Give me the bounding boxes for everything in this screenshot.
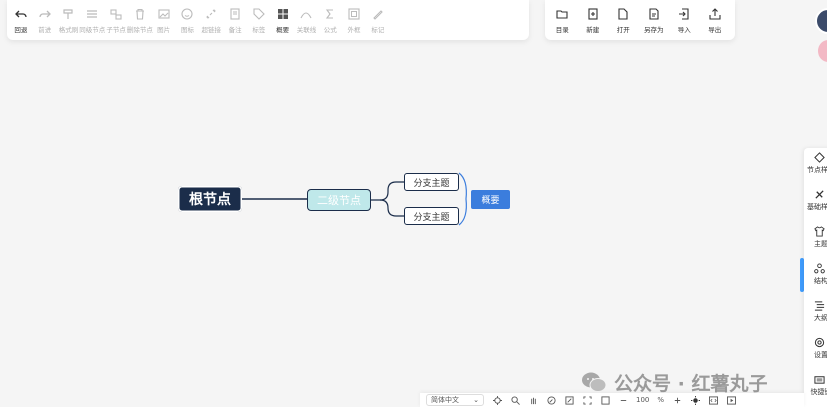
mark-icon xyxy=(371,7,385,21)
export-icon xyxy=(708,7,722,21)
outer-frame-button[interactable]: 外框 xyxy=(342,0,366,40)
language-value: 简体中文 xyxy=(431,396,459,404)
note-button[interactable]: 备注 xyxy=(223,0,247,40)
sibling-node-icon xyxy=(85,7,99,21)
base-style-icon xyxy=(814,190,824,199)
redo-icon xyxy=(38,7,52,21)
outline-icon xyxy=(814,301,824,311)
tag-button[interactable]: 标签 xyxy=(247,0,271,40)
hand-icon[interactable] xyxy=(528,395,538,405)
child-node-button[interactable]: 子节点 xyxy=(104,0,128,40)
sidepanel-outline[interactable]: 大纲 xyxy=(804,296,827,333)
branch-topic-node-1[interactable]: 分支主题 xyxy=(404,173,459,191)
sidepanel-node-style[interactable]: 节点样式 xyxy=(804,148,827,185)
summary-button[interactable]: 概要 xyxy=(271,0,295,40)
association-line-icon xyxy=(299,7,313,21)
image-button[interactable]: 图片 xyxy=(152,0,176,40)
secondary-avatar[interactable] xyxy=(818,40,827,62)
outer-frame-icon xyxy=(347,7,361,21)
new-button[interactable]: 新建 xyxy=(578,0,609,40)
undo-icon xyxy=(14,7,28,21)
delete-node-button[interactable]: 删除节点 xyxy=(127,0,153,40)
play-icon[interactable] xyxy=(726,395,736,405)
second-to-branch2-line xyxy=(379,199,404,217)
summary-node[interactable]: 概要 xyxy=(471,190,510,209)
locate-icon[interactable] xyxy=(492,395,502,405)
code-icon[interactable] xyxy=(708,395,718,405)
open-button[interactable]: 打开 xyxy=(608,0,639,40)
sidepanel-active-indicator xyxy=(800,258,804,292)
second-to-branch1-line xyxy=(371,181,404,201)
new-file-icon xyxy=(586,7,600,21)
branch-topic-node-2[interactable]: 分支主题 xyxy=(404,207,459,225)
directory-button[interactable]: 目录 xyxy=(547,0,578,40)
bottom-bar: 简体中文 ⌄ 100 % xyxy=(420,393,804,407)
settings-icon xyxy=(814,337,824,348)
note-icon xyxy=(228,7,242,21)
import-icon xyxy=(677,7,691,21)
folder-icon xyxy=(555,7,569,21)
fit-screen-icon[interactable] xyxy=(582,395,592,405)
zoom-unit: % xyxy=(657,396,665,404)
theme-icon xyxy=(813,226,825,237)
format-brush-icon xyxy=(61,7,75,21)
export-button[interactable]: 导出 xyxy=(700,0,731,40)
formula-icon xyxy=(323,7,337,21)
second-level-node[interactable]: 二级节点 xyxy=(307,189,371,211)
format-brush-button[interactable]: 格式刷 xyxy=(57,0,81,40)
save-as-button[interactable]: 另存为 xyxy=(639,0,670,40)
theme-toggle-icon[interactable] xyxy=(690,395,700,405)
watermark-text: 公众号 · 红薯丸子 xyxy=(614,372,768,395)
main-toolbar: 回退 前进 格式刷 同级节点 子节点 删除节点 图片 图标 超链接 备注 标签 xyxy=(7,0,529,40)
zoom-level: 100 xyxy=(636,396,650,404)
open-file-icon xyxy=(616,7,630,21)
summary-bracket xyxy=(458,172,467,226)
association-line-button[interactable]: 关联线 xyxy=(295,0,319,40)
sidepanel-theme[interactable]: 主题 xyxy=(804,222,827,259)
summary-icon xyxy=(276,7,290,21)
formula-button[interactable]: 公式 xyxy=(318,0,342,40)
image-icon xyxy=(157,7,171,21)
structure-icon xyxy=(813,263,825,274)
root-node[interactable]: 根节点 xyxy=(178,186,242,212)
zoom-in-icon[interactable] xyxy=(672,395,682,405)
link-button[interactable]: 超链接 xyxy=(199,0,223,40)
fullscreen-icon[interactable] xyxy=(600,395,610,405)
emoji-icon xyxy=(180,7,194,21)
sidepanel-shortcut[interactable]: 快捷键 xyxy=(804,370,827,407)
import-button[interactable]: 导入 xyxy=(669,0,700,40)
right-side-panel: 节点样式 基础样式 主题 结构 大纲 设置 快捷键 xyxy=(804,148,827,407)
shortcut-icon xyxy=(813,376,825,384)
language-select[interactable]: 简体中文 ⌄ xyxy=(426,394,484,406)
node-style-icon xyxy=(813,152,825,163)
search-icon[interactable] xyxy=(510,395,520,405)
child-node-icon xyxy=(109,7,123,21)
chevron-down-icon: ⌄ xyxy=(473,396,479,404)
mark-button[interactable]: 标记 xyxy=(366,0,390,40)
wechat-logo-icon xyxy=(582,372,607,392)
undo-button[interactable]: 回退 xyxy=(9,0,33,40)
delete-node-icon xyxy=(133,7,147,21)
save-as-icon xyxy=(647,7,661,21)
sidepanel-structure[interactable]: 结构 xyxy=(804,259,827,296)
sidepanel-base-style[interactable]: 基础样式 xyxy=(804,185,827,222)
sibling-node-button[interactable]: 同级节点 xyxy=(79,0,105,40)
watermark: 公众号 · 红薯丸子 xyxy=(580,368,767,396)
sidepanel-settings[interactable]: 设置 xyxy=(804,333,827,370)
edit-icon[interactable] xyxy=(564,395,574,405)
zoom-out-icon[interactable] xyxy=(618,395,628,405)
redo-button[interactable]: 前进 xyxy=(33,0,57,40)
file-toolbar: 目录 新建 打开 另存为 导入 导出 xyxy=(545,0,735,40)
link-icon xyxy=(204,7,218,21)
compass-icon[interactable] xyxy=(546,395,556,405)
emoji-button[interactable]: 图标 xyxy=(176,0,200,40)
tag-icon xyxy=(252,7,266,21)
